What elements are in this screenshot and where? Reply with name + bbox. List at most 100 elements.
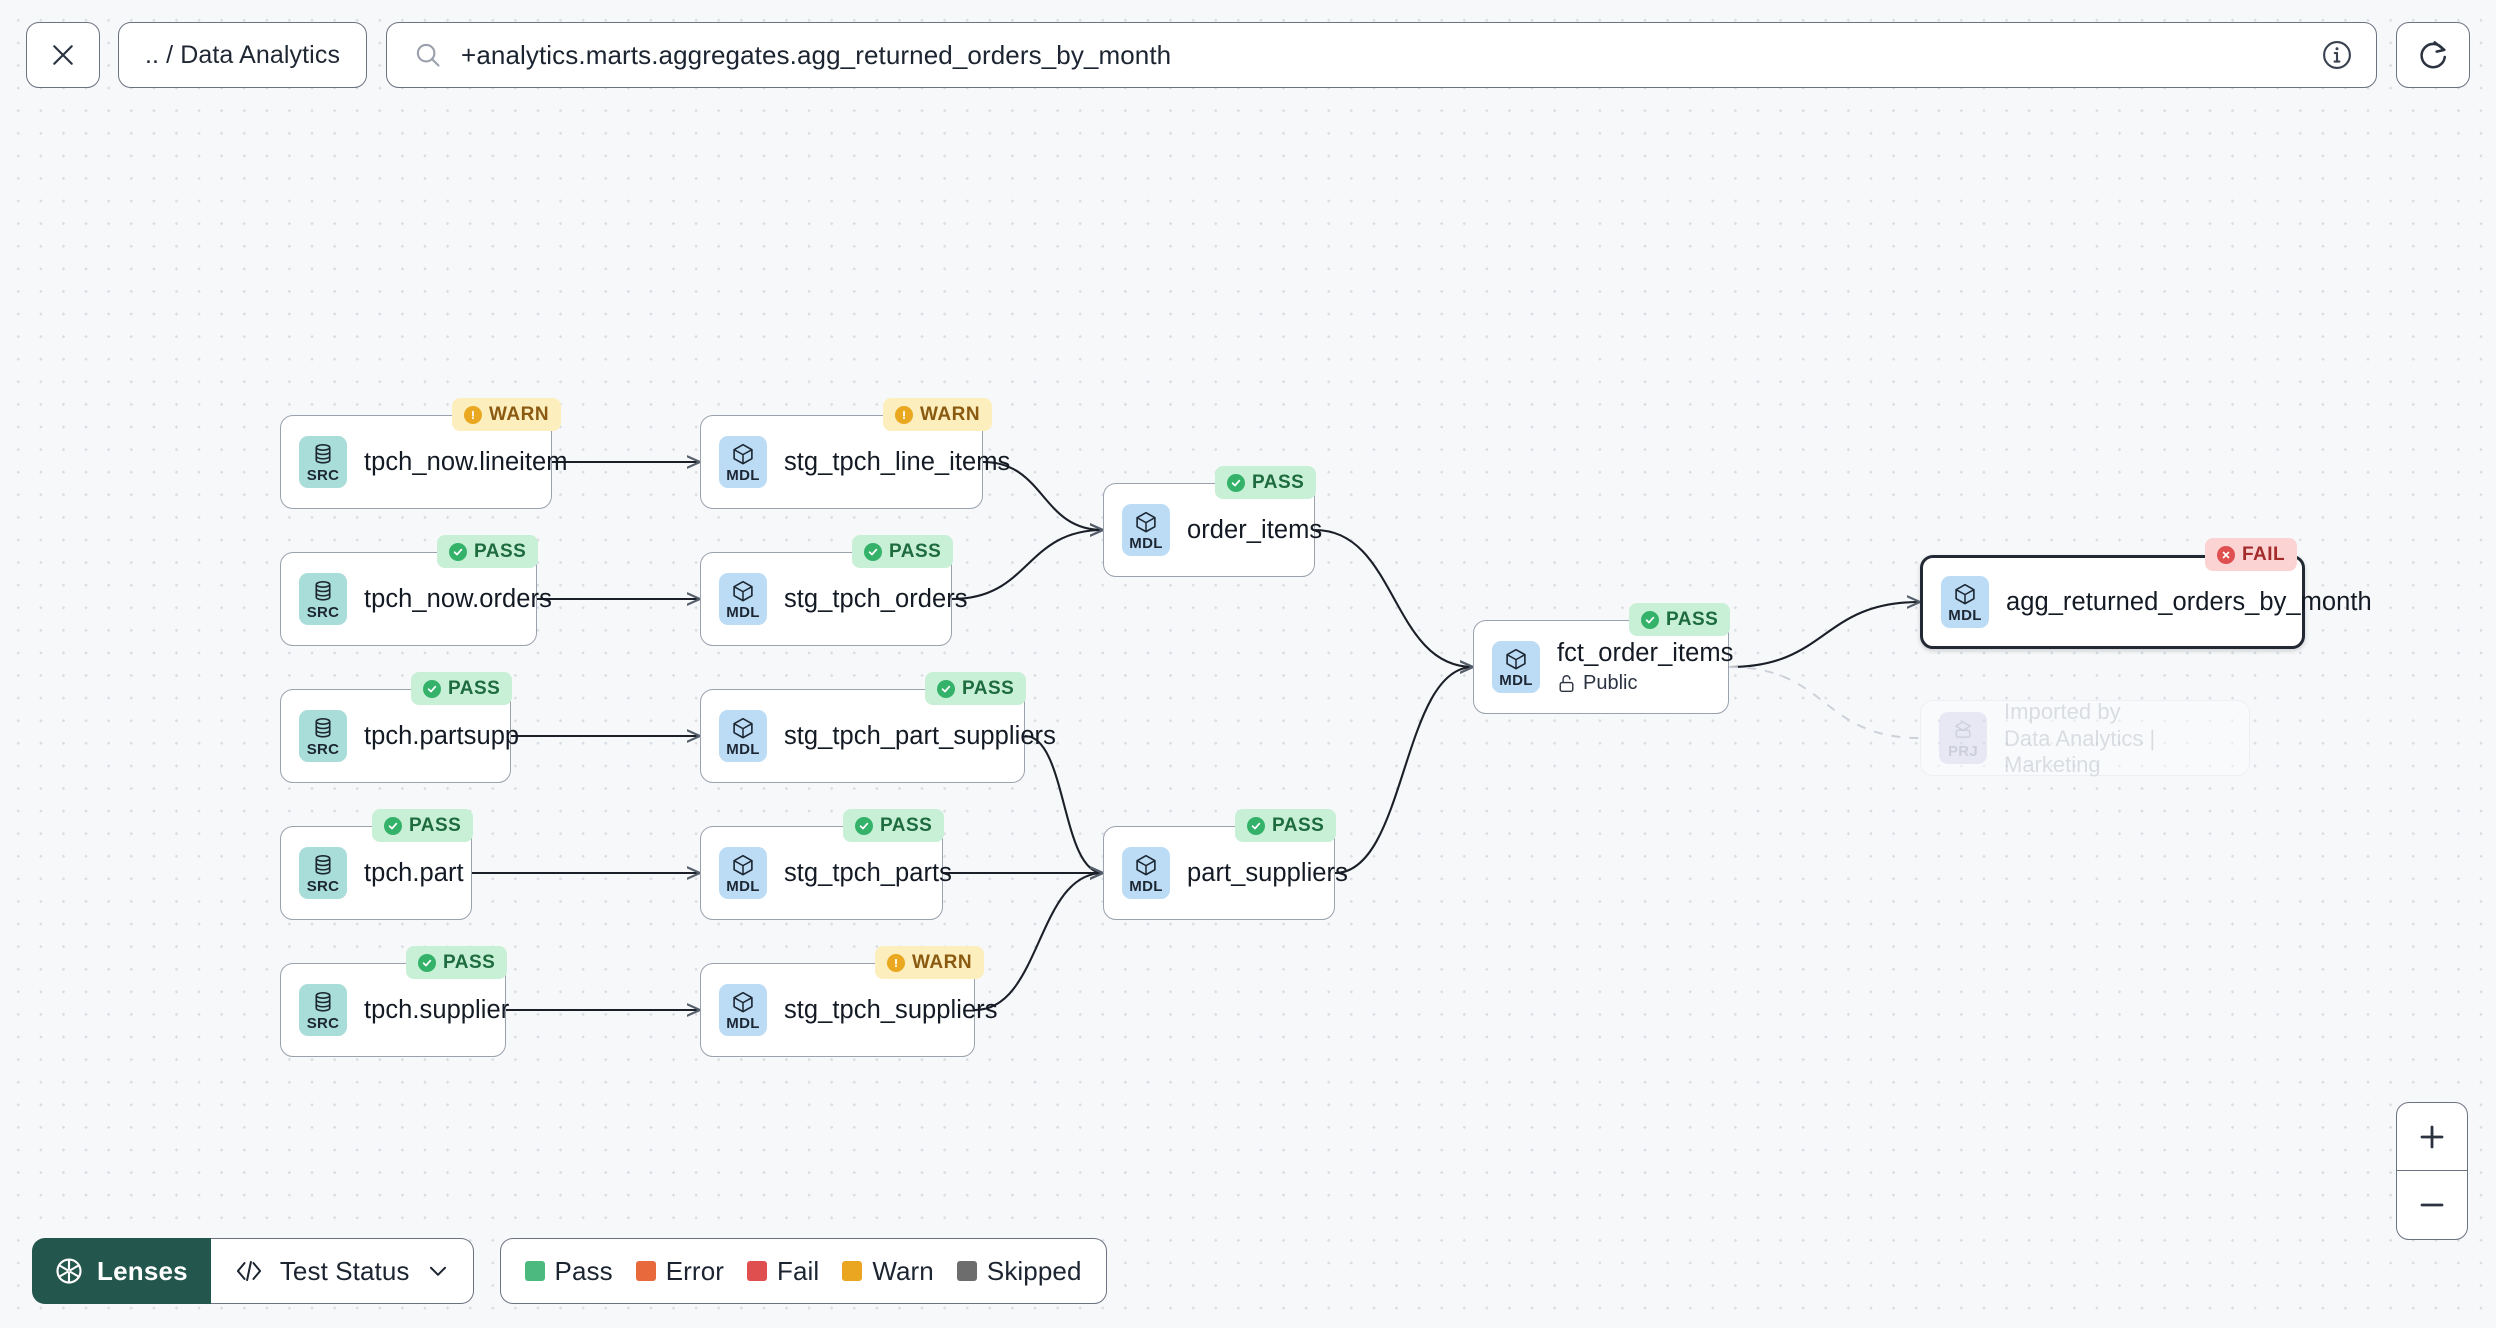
status-dot <box>418 953 436 972</box>
legend-item-error[interactable]: Error <box>635 1256 724 1287</box>
status-badge-pass: PASS <box>406 946 508 979</box>
refresh-button[interactable] <box>2396 22 2470 88</box>
node-type-label: MDL <box>726 603 760 621</box>
check-icon <box>453 548 463 555</box>
check-icon <box>859 822 869 829</box>
legend-item-fail[interactable]: Fail <box>747 1256 819 1287</box>
node-title: stg_tpch_line_items <box>784 447 1011 476</box>
database-icon <box>315 854 331 875</box>
status-badge-pass: PASS <box>1629 603 1731 636</box>
legend-swatch <box>635 1261 656 1281</box>
node-title: tpch_now.lineitem <box>364 447 568 476</box>
check-icon <box>1231 479 1241 486</box>
cube-icon <box>733 443 753 464</box>
check-icon <box>941 685 951 692</box>
status-badge-pass: PASS <box>843 809 945 842</box>
lenses-group: Lenses Test Status <box>32 1238 474 1304</box>
legend-label: Fail <box>777 1255 820 1286</box>
node-type-label: SRC <box>306 877 340 895</box>
status-dot <box>887 953 905 972</box>
status-badge-pass: PASS <box>437 535 539 568</box>
status-dot <box>895 405 913 424</box>
edge-stg_tpch_orders-to-order_items <box>951 530 1103 601</box>
search-input[interactable]: +analytics.marts.aggregates.agg_returned… <box>461 39 1172 70</box>
cube-icon <box>733 580 753 601</box>
edge-part_suppliers-to-fct_order_items <box>1334 667 1473 875</box>
status-badge-fail: FAIL <box>2205 538 2298 571</box>
graph-node-tpch_now_orders[interactable]: SRC tpch_now.orders <box>280 552 552 646</box>
breadcrumb[interactable]: .. / Data Analytics <box>118 22 368 88</box>
node-type-chip-src: SRC <box>299 710 347 762</box>
legend-item-pass[interactable]: Pass <box>524 1256 613 1287</box>
bottom-toolbar: Lenses Test Status Pass Error Fail Warn Skip… <box>32 1238 1107 1304</box>
node-type-chip-mdl: MDL <box>1122 504 1170 556</box>
node-subtitle: Public <box>1557 672 1728 695</box>
status-badge-label: WARN <box>489 403 550 425</box>
check-icon <box>868 548 878 555</box>
status-badge-label: PASS <box>443 951 496 973</box>
lenses-button[interactable]: Lenses <box>32 1238 211 1304</box>
status-badge-pass: PASS <box>372 809 474 842</box>
node-type-chip-mdl: MDL <box>1122 847 1170 899</box>
test-status-button[interactable]: Test Status <box>210 1238 474 1304</box>
refresh-icon <box>2420 41 2447 69</box>
status-badge-label: WARN <box>912 951 973 973</box>
exclamation-icon <box>903 410 905 419</box>
close-icon <box>53 45 73 65</box>
status-badge-warn: WARN <box>883 398 993 431</box>
node-title: tpch_now.orders <box>364 584 552 613</box>
exclamation-icon <box>895 958 897 967</box>
node-title: fct_order_items <box>1557 639 1734 667</box>
zoom-out-button[interactable] <box>2397 1171 2467 1239</box>
graph-node-stg_tpch_orders[interactable]: MDL stg_tpch_orders <box>700 552 968 646</box>
check-icon <box>388 822 398 829</box>
status-badge-pass: PASS <box>1235 809 1337 842</box>
status-badge-label: PASS <box>409 814 462 836</box>
graph-node-stg_tpch_line_items[interactable]: MDL stg_tpch_line_items <box>700 415 1011 509</box>
node-type-label: MDL <box>1129 534 1163 552</box>
edge-stg_tpch_line_items-to-order_items <box>982 460 1103 530</box>
node-type-label: MDL <box>726 466 760 484</box>
status-dot <box>423 679 441 698</box>
info-icon[interactable] <box>2320 38 2354 72</box>
database-icon <box>315 443 331 464</box>
cube-icon <box>1506 648 1526 669</box>
check-icon <box>422 959 432 966</box>
node-title: stg_tpch_orders <box>784 584 968 613</box>
legend-item-warn[interactable]: Warn <box>842 1256 934 1287</box>
search-bar[interactable]: +analytics.marts.aggregates.agg_returned… <box>386 22 2377 88</box>
node-type-chip-src: SRC <box>299 573 347 625</box>
legend-item-skipped[interactable]: Skipped <box>956 1255 1082 1287</box>
unlock-icon <box>1559 675 1574 693</box>
code-icon <box>236 1261 261 1281</box>
node-type-label: SRC <box>306 1014 340 1032</box>
node-subtitle: Data Analytics | Marketing <box>2004 726 2249 778</box>
node-type-label: MDL <box>726 740 760 758</box>
status-legend: Pass Error Fail Warn Skipped <box>499 1238 1107 1304</box>
zoom-in-button[interactable] <box>2397 1103 2467 1171</box>
node-type-chip-src: SRC <box>299 847 347 899</box>
legend-label: Skipped <box>986 1255 1082 1286</box>
node-title: stg_tpch_parts <box>784 858 952 887</box>
legend-swatch <box>956 1261 977 1281</box>
test-status-label: Test Status <box>279 1255 410 1286</box>
status-badge-label: WARN <box>920 403 981 425</box>
close-button[interactable] <box>26 22 100 88</box>
status-dot <box>1247 816 1265 835</box>
node-title: part_suppliers <box>1187 858 1348 887</box>
status-dot <box>1641 610 1659 629</box>
legend-swatch <box>747 1261 768 1281</box>
node-type-chip-prj: PRJ <box>1939 712 1987 764</box>
status-badge-label: PASS <box>1666 608 1719 630</box>
legend-swatch <box>842 1261 863 1281</box>
